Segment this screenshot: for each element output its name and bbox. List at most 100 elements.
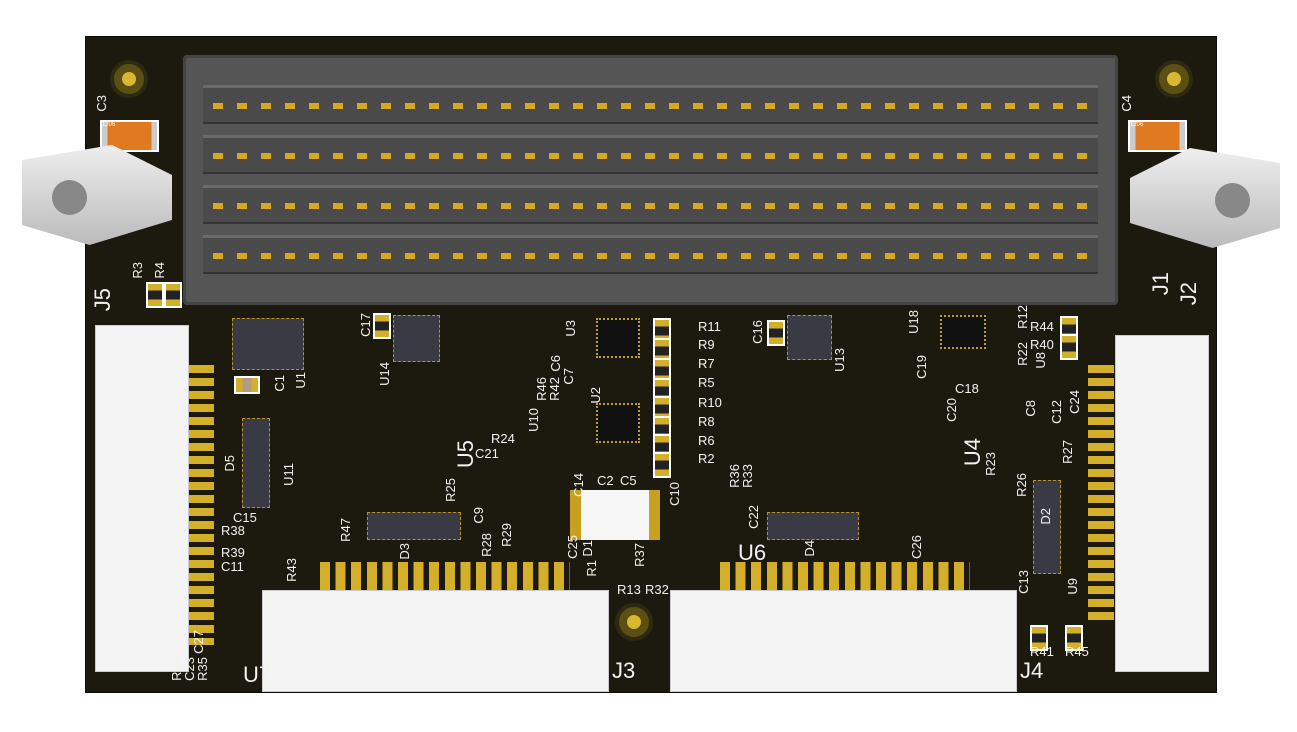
- label-c26: C26: [909, 535, 924, 559]
- label-c8: C8: [1023, 400, 1038, 417]
- connector-j4-pins: [720, 562, 970, 590]
- label-u14: U14: [377, 362, 392, 386]
- label-j3: J3: [612, 658, 636, 683]
- label-r23: R23: [983, 452, 998, 476]
- connector-j5: [95, 325, 189, 672]
- label-c3: C3: [94, 95, 109, 112]
- label-r41: R41: [1030, 644, 1054, 659]
- label-u3: U3: [563, 320, 578, 337]
- label-u8: U8: [1033, 352, 1048, 369]
- label-c11: C11: [221, 559, 244, 574]
- label-r8: R8: [698, 414, 715, 429]
- resistor-r40: [1060, 334, 1078, 360]
- board-to-board-connector-j1: [183, 55, 1118, 305]
- resistor-r45: [1065, 625, 1083, 651]
- ic-u2: [596, 403, 640, 443]
- label-u6: U6: [738, 540, 767, 565]
- label-c25: C25: [565, 535, 580, 559]
- label-c9: C9: [471, 507, 486, 524]
- label-u18: U18: [906, 310, 921, 334]
- label-c10: C10: [667, 482, 682, 506]
- resistor-r4: [164, 282, 182, 308]
- label-d4: D4: [802, 540, 817, 557]
- label-c21: C21: [475, 446, 499, 461]
- label-c24: C24: [1067, 390, 1082, 414]
- label-d1: D1: [580, 540, 595, 557]
- ic-u3: [596, 318, 640, 358]
- diode-array-d4: [767, 512, 859, 540]
- label-c18: C18: [955, 381, 979, 396]
- label-r22: R22: [1015, 342, 1030, 366]
- label-c2: C2: [597, 473, 614, 488]
- label-c14: C14: [571, 473, 586, 497]
- capacitor-c16: [767, 320, 785, 346]
- label-u7: U7: [243, 662, 272, 687]
- label-j4: J4: [1020, 658, 1044, 683]
- label-u4: U4: [960, 438, 985, 467]
- label-r10: R10: [698, 395, 722, 410]
- label-d2: D2: [1038, 508, 1053, 525]
- label-r42: R42: [547, 377, 562, 401]
- label-j2: J2: [1176, 282, 1201, 306]
- label-c16: C16: [750, 320, 765, 344]
- label-c5: C5: [620, 473, 637, 488]
- label-r26: R26: [1014, 473, 1029, 497]
- label-r1: R1: [584, 560, 599, 577]
- label-r27: R27: [1060, 440, 1075, 464]
- label-u13: U13: [832, 348, 847, 372]
- label-u5: U5: [453, 440, 478, 469]
- connector-j2-pins: [1088, 365, 1114, 625]
- label-r37: R37: [632, 543, 647, 567]
- mounting-hole: [615, 603, 653, 641]
- label-c17: C17: [358, 313, 373, 337]
- label-r47: R47: [338, 518, 353, 542]
- label-c4: C4: [1119, 95, 1134, 112]
- label-r33: R33: [740, 464, 755, 488]
- label-d3: D3: [397, 543, 412, 560]
- resistor-r2: [653, 452, 671, 478]
- label-r7: R7: [698, 356, 715, 371]
- label-j1: J1: [1148, 272, 1173, 296]
- label-c27: C27: [191, 630, 206, 654]
- resistor-r3: [146, 282, 164, 308]
- diode-array-d2: [1033, 480, 1061, 574]
- label-r25: R25: [443, 478, 458, 502]
- capacitor-c17: [373, 313, 391, 339]
- label-c15: C15: [233, 510, 257, 525]
- label-j5: J5: [90, 288, 115, 312]
- label-r40: R40: [1030, 337, 1054, 352]
- label-r29: R29: [499, 523, 514, 547]
- connector-j5-pins: [188, 365, 214, 645]
- ic-u14: [393, 315, 440, 362]
- resistor-r41: [1030, 625, 1048, 651]
- diode-array-d3: [367, 512, 461, 540]
- connector-j2: [1115, 335, 1209, 672]
- label-r32: R32: [645, 582, 669, 597]
- ic-u1: [232, 318, 304, 370]
- label-c22: C22: [746, 505, 761, 529]
- label-c20: C20: [944, 398, 959, 422]
- label-r4: R4: [152, 262, 167, 279]
- label-r43: R43: [284, 558, 299, 582]
- diode-array-d5: [242, 418, 270, 508]
- label-r45: R45: [1065, 644, 1089, 659]
- label-r38: R38: [221, 523, 245, 538]
- label-u2: U2: [588, 387, 603, 404]
- capacitor-c4: 1206: [1128, 120, 1187, 152]
- label-u10: U10: [526, 408, 541, 432]
- label-r44: R44: [1030, 319, 1054, 334]
- label-c12: C12: [1049, 400, 1064, 424]
- label-u9: U9: [1065, 578, 1080, 595]
- label-r28: R28: [479, 533, 494, 557]
- connector-j3-pins: [320, 562, 570, 590]
- label-r5: R5: [698, 375, 715, 390]
- label-r12: R12: [1015, 305, 1030, 329]
- label-r9: R9: [698, 337, 715, 352]
- ic-u18: [940, 315, 986, 349]
- capacitor-c1: [234, 376, 260, 394]
- label-c19: C19: [914, 355, 929, 379]
- label-c13: C13: [1016, 570, 1031, 594]
- label-r35: R35: [195, 657, 210, 681]
- label-u1: U1: [293, 372, 308, 389]
- label-r2: R2: [698, 451, 715, 466]
